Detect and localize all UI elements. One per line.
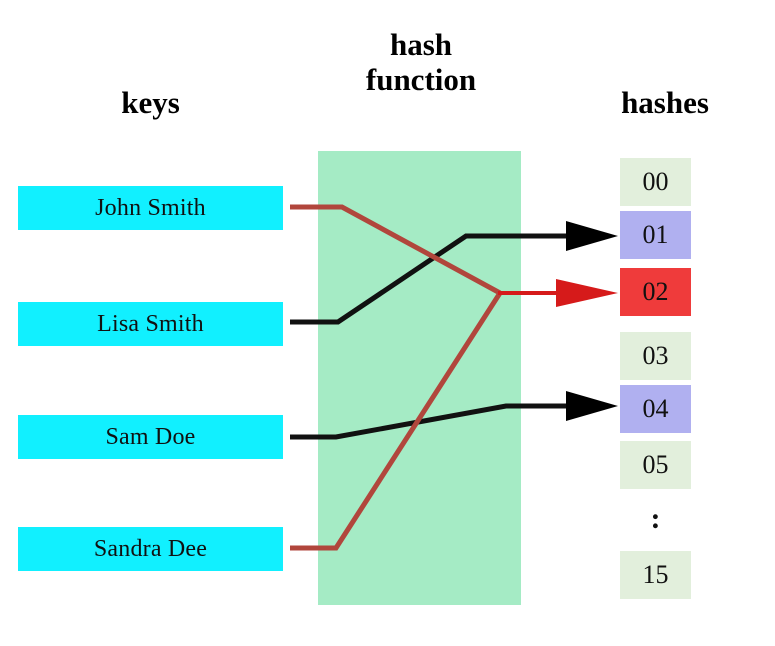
- column-heading-hash-function: hash function: [365, 27, 477, 97]
- arrow-to-02-icon: [556, 279, 618, 307]
- hash-cell-03[interactable]: 03: [620, 332, 691, 380]
- key-box-sam-doe[interactable]: Sam Doe: [18, 415, 283, 459]
- key-box-john-smith[interactable]: John Smith: [18, 186, 283, 230]
- column-heading-hashes: hashes: [621, 85, 709, 120]
- hash-cell-label: 03: [642, 341, 669, 370]
- hash-cell-01[interactable]: 01: [620, 211, 691, 259]
- key-label: Lisa Smith: [97, 310, 204, 337]
- hash-cell-02[interactable]: 02: [620, 268, 691, 316]
- key-label: John Smith: [95, 194, 206, 221]
- hash-cell-label: 05: [642, 450, 669, 479]
- hash-cell-label: 15: [642, 560, 669, 589]
- hash-cell-label: 02: [642, 277, 669, 306]
- hash-cells-ellipsis: :: [650, 501, 661, 535]
- key-box-sandra-dee[interactable]: Sandra Dee: [18, 527, 283, 571]
- hash-cell-05[interactable]: 05: [620, 441, 691, 489]
- column-heading-keys: keys: [121, 85, 180, 120]
- hash-cell-label: 04: [642, 394, 669, 423]
- key-label: Sam Doe: [105, 423, 196, 450]
- arrow-to-01-icon: [566, 221, 618, 251]
- key-label: Sandra Dee: [93, 535, 208, 562]
- hash-cell-04[interactable]: 04: [620, 385, 691, 433]
- key-box-lisa-smith[interactable]: Lisa Smith: [18, 302, 283, 346]
- hash-cell-label: 01: [642, 220, 669, 249]
- hash-cell-label: 00: [642, 167, 669, 196]
- hash-cell-00[interactable]: 00: [620, 158, 691, 206]
- arrow-to-04-icon: [566, 391, 618, 421]
- hash-cell-15[interactable]: 15: [620, 551, 691, 599]
- hash-function-panel: [318, 151, 521, 605]
